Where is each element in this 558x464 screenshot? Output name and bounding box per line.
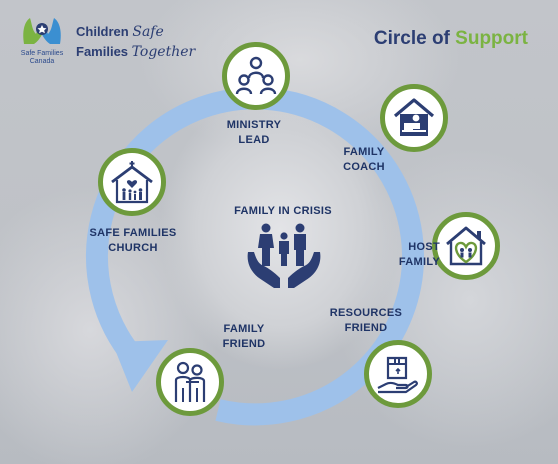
family-friend-label: FAMILY FRIEND (222, 323, 266, 350)
page-title: Circle of Support (374, 28, 528, 50)
family-in-hands-icon (247, 223, 321, 288)
host-family-node (432, 212, 500, 280)
ministry-lead-label: MINISTRY LEAD (226, 119, 282, 146)
house-heart-family-icon (446, 226, 486, 266)
logo-organization-name: Safe Families Canada (20, 50, 64, 65)
resources-friend-label: RESOURCES FRIEND (329, 307, 403, 334)
family-friend-node (156, 348, 224, 416)
box-in-hand-icon (377, 356, 418, 394)
safe-families-church-node (98, 148, 166, 216)
safe-families-church-label: SAFE FAMILIES CHURCH (89, 227, 177, 254)
group-people-icon (235, 56, 277, 95)
family-in-crisis-label: FAMILY IN CRISIS (234, 205, 332, 217)
logo-tagline-line1: Children Safe (76, 24, 164, 40)
logo-word-families: Families (76, 44, 129, 59)
family-coach-node (380, 84, 448, 152)
safe-families-logo: Safe Families Canada Children Safe Famil… (12, 12, 202, 72)
title-accent: Support (455, 28, 528, 49)
host-family-label: HOST FAMILY (398, 241, 440, 268)
logo-tagline-line2: Families Together (76, 44, 195, 60)
logo-word-children: Children (76, 24, 129, 39)
title-main: Circle of (373, 28, 450, 49)
home-coach-icon (393, 98, 435, 136)
hands-logo-icon (23, 18, 61, 44)
friends-embrace-icon (174, 361, 206, 402)
family-coach-label: FAMILY COACH (343, 146, 385, 173)
resources-friend-node (364, 340, 432, 408)
church-family-icon (111, 161, 153, 204)
logo-word-together: Together (131, 44, 196, 60)
logo-word-safe: Safe (132, 24, 164, 40)
ministry-lead-node (222, 42, 290, 110)
